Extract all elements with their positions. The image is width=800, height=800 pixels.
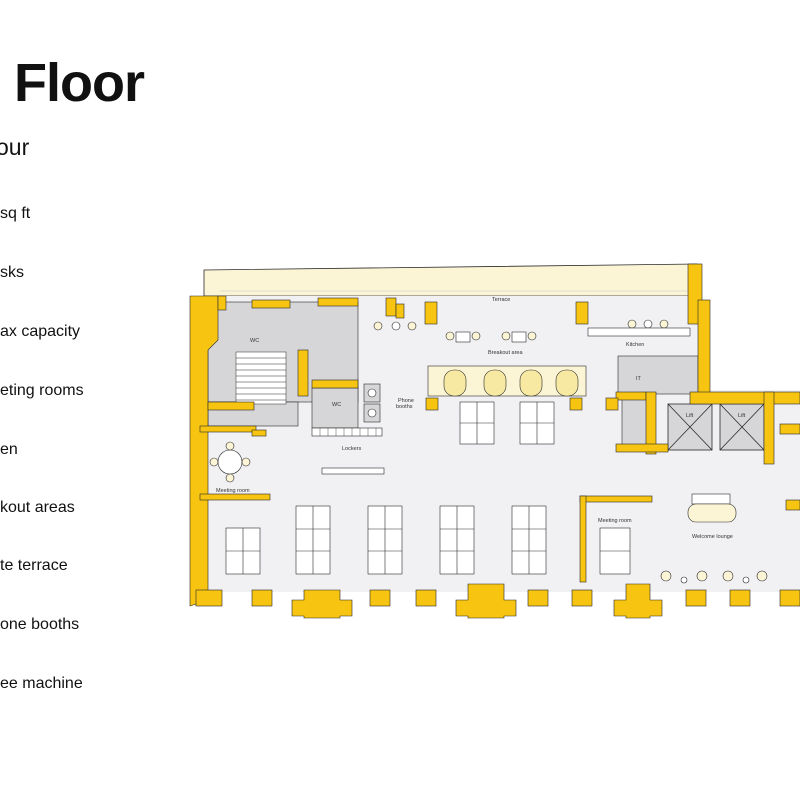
label-lift-2: Lift <box>738 413 746 419</box>
breakout-tables <box>373 319 669 343</box>
label-phone-booths-2: booths <box>396 404 413 410</box>
label-meeting-room-2: Meeting room <box>598 518 632 524</box>
floor-title: Floor <box>14 53 145 113</box>
breakout-booths <box>427 365 587 397</box>
feature-kitchen: en <box>0 441 18 458</box>
lift-shafts <box>667 403 765 451</box>
tour-subtitle: our <box>0 134 30 160</box>
label-lockers: Lockers <box>342 446 362 452</box>
label-it: IT <box>636 376 642 382</box>
feature-phone-booths: one booths <box>0 616 80 633</box>
phone-booths <box>363 383 381 423</box>
meeting-table-west <box>209 441 251 483</box>
feature-breakout-areas: kout areas <box>0 499 75 516</box>
lockers <box>311 427 385 475</box>
welcome-lounge-furniture <box>660 493 768 584</box>
building-walls <box>189 263 800 619</box>
stairs <box>235 351 287 405</box>
feature-area: sq ft <box>0 205 31 222</box>
label-wc-1: WC <box>250 338 259 344</box>
kitchen-counter <box>587 327 691 337</box>
label-lift-1: Lift <box>686 413 694 419</box>
label-breakout-area: Breakout area <box>488 350 523 356</box>
label-phone-booths-1: Phone <box>398 398 414 404</box>
label-wc-2: WC <box>332 402 341 408</box>
feature-capacity: ax capacity <box>0 323 81 340</box>
label-meeting-room-1: Meeting room <box>216 488 250 494</box>
label-welcome-lounge: Welcome lounge <box>692 534 733 540</box>
feature-desks: sks <box>0 264 24 281</box>
desk-clusters <box>225 401 631 575</box>
feature-meeting-rooms: eting rooms <box>0 382 84 399</box>
label-terrace: Terrace <box>492 297 510 303</box>
label-kitchen: Kitchen <box>626 342 644 348</box>
feature-coffee-machine: ee machine <box>0 675 83 692</box>
feature-terrace: te terrace <box>0 557 68 574</box>
